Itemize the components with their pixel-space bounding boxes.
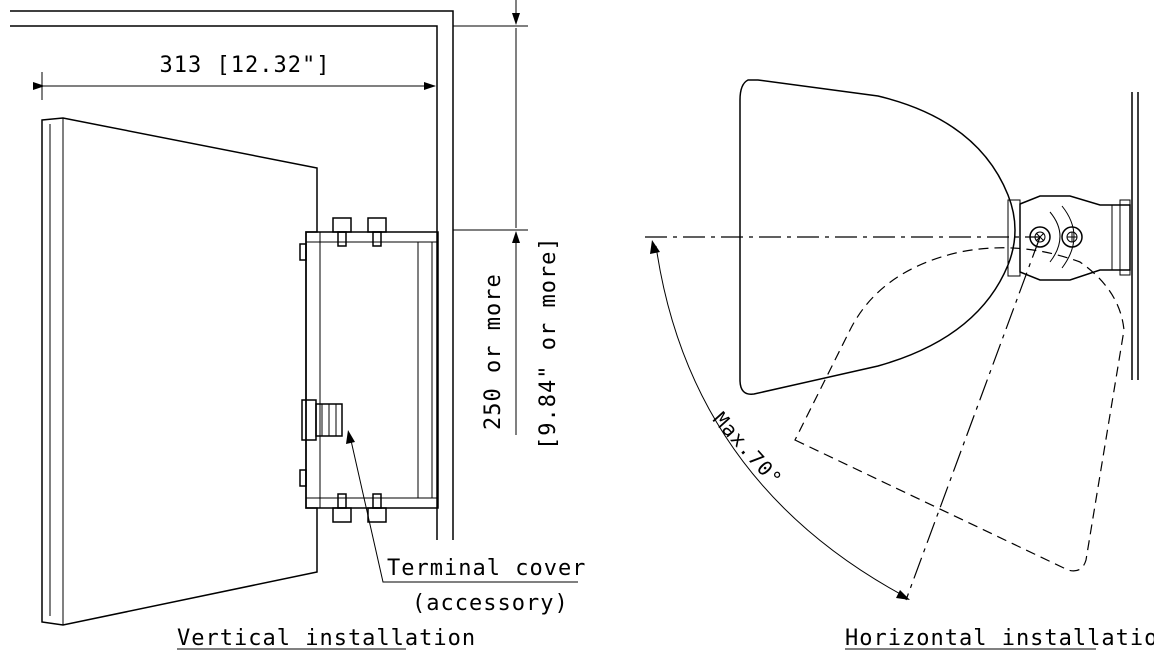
bracket-neck [1007,199,1021,277]
bolts-bottom [332,493,387,523]
terminal-cover-sub-label: (accessory) [412,591,569,616]
wall-inner-line [10,25,438,540]
terminal-cover-label: Terminal cover [387,556,586,581]
rotated-speaker-outline [794,247,1125,572]
bracket-rail [417,241,433,499]
max-angle-label: Max.70° [708,407,787,491]
horizontal-caption: Horizontal installation [845,626,1154,651]
angle-arc [655,245,905,597]
vertical-installation-drawing: 313 [12.32"] 250 or more [9.84" or more]… [10,0,586,651]
clearance-mm-label: 250 or more [481,273,506,430]
wall-plate [1119,199,1131,276]
rotated-centerline [905,236,1041,601]
bracket-tab-bottom [299,469,307,487]
bracket-tab-top [299,243,307,261]
clearance-in-label: [9.84" or more] [536,236,561,450]
terminal-cover [301,399,343,441]
terminal-cover-leader [349,435,578,583]
width-dimension-label: 313 [12.32"] [160,53,331,78]
bracket-slot [1049,211,1061,263]
speaker-body-horizontal [739,79,1016,395]
speaker-body [41,117,318,626]
horizontal-installation-drawing: Max.70° Horizontal installation [645,79,1154,651]
vertical-caption: Vertical installation [177,626,476,651]
horizontal-bracket [1019,195,1131,281]
bolts-top [332,217,387,247]
wall-outer-line [10,10,454,540]
